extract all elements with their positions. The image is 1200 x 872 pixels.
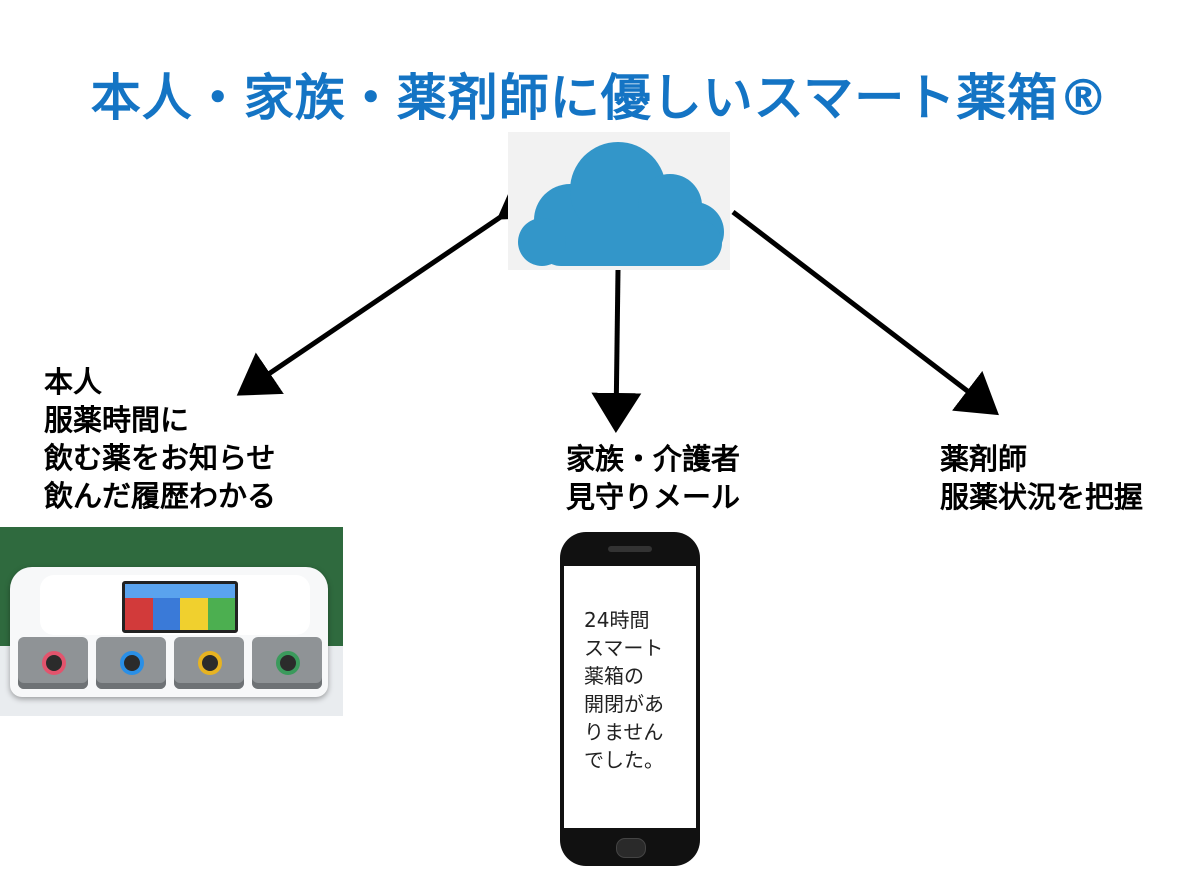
family-line: 見守りメール [566,480,741,514]
button-ring-icon [120,651,144,675]
page-title: 本人・家族・薬剤師に優しいスマート薬箱® [90,69,1110,127]
family-line: 家族・介護者 [566,442,741,476]
smart-pillbox-photo [0,527,343,716]
arrow-cloud-pharmacist [731,210,999,416]
screen-cell [207,598,235,630]
smartphone: 24時間 スマート 薬箱の 開閉があ りません でした。 [560,532,700,866]
pillbox-button [252,637,322,689]
pharmacist-label: 薬剤師 服薬状況を把握 [940,440,1143,516]
message-line: スマート [584,636,664,660]
screen-header [125,584,235,598]
pharmacist-line: 薬剤師 [940,442,1028,476]
phone-screen: 24時間 スマート 薬箱の 開閉があ りません でした。 [564,566,696,828]
message-line: りません [584,720,664,744]
arrow-cloud-self [236,176,544,396]
self-line: 服薬時間に [44,403,190,437]
button-ring-icon [198,651,222,675]
self-line: 本人 [44,365,103,399]
cloud-panel [508,132,730,270]
screen-cell [180,598,208,630]
self-line: 飲んだ履歴わかる [44,479,277,513]
pillbox-body [10,567,328,697]
message-line: でした。 [584,748,664,772]
arrow-cloud-family [591,269,642,433]
button-ring-icon [276,651,300,675]
phone-message: 24時間 スマート 薬箱の 開閉があ りません でした。 [584,606,664,774]
self-line: 飲む薬をお知らせ [44,441,276,475]
pillbox-button [174,637,244,689]
cloud-icon [518,142,724,266]
screen-cell [152,598,180,630]
phone-home-button [616,838,646,858]
family-label: 家族・介護者 見守りメール [566,440,740,516]
pillbox-button [96,637,166,689]
phone-speaker [608,546,652,552]
self-label: 本人 服薬時間に 飲む薬をお知らせ 飲んだ履歴わかる [44,363,276,515]
screen-cell [125,598,153,630]
pillbox-screen [122,581,238,633]
pillbox-button [18,637,88,689]
message-line: 開閉があ [584,692,664,716]
pharmacist-line: 服薬状況を把握 [940,480,1144,514]
button-ring-icon [42,651,66,675]
message-line: 24時間 [584,608,650,632]
message-line: 薬箱の [584,664,644,688]
screen-cells [125,598,235,630]
